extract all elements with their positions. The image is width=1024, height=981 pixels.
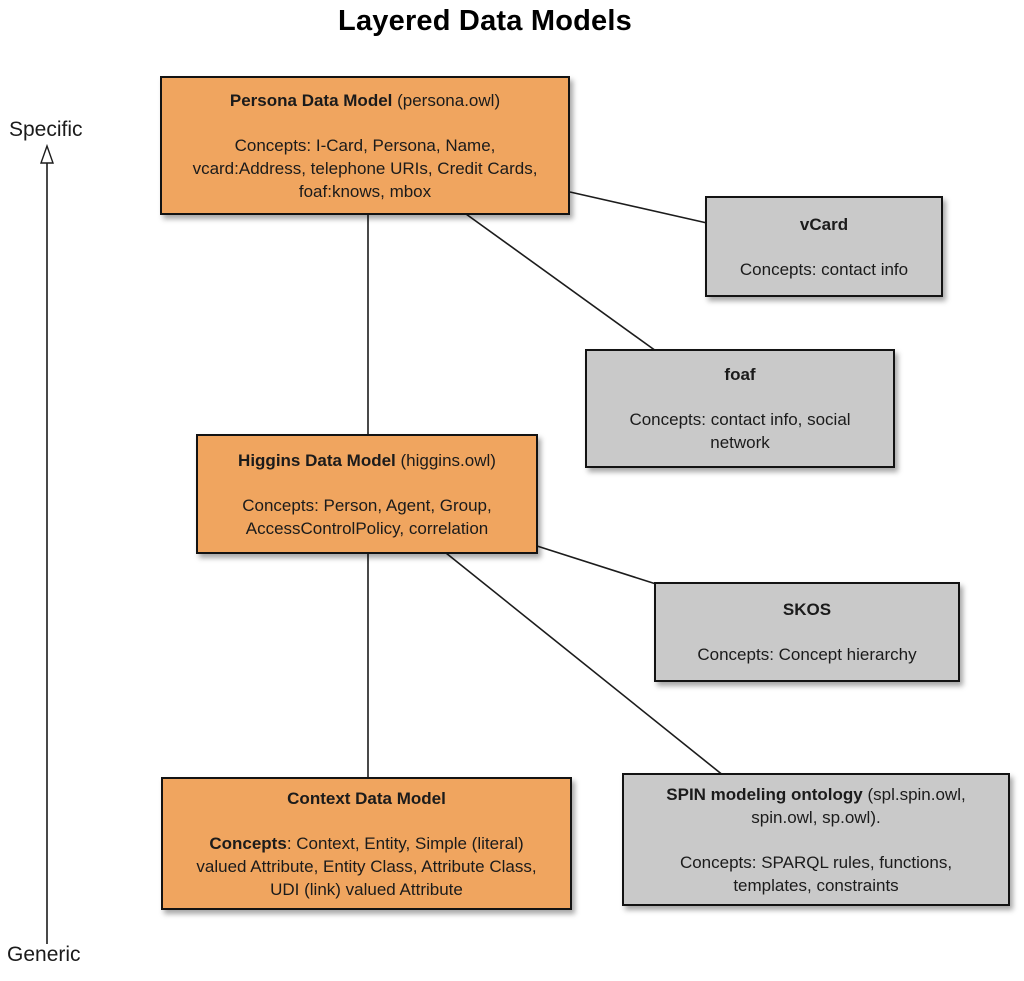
skos-box-concepts: Concepts: Concept hierarchy xyxy=(697,645,917,664)
spin-box-concepts: Concepts: SPARQL rules, functions, templ… xyxy=(679,852,953,895)
higgins-box-title: Higgins Data Model (higgins.owl) xyxy=(238,450,496,470)
spin-box-title: SPIN modeling ontology (spl.spin.owl, sp… xyxy=(666,784,966,827)
higgins-data-model-box: Higgins Data Model (higgins.owl) Concept… xyxy=(196,434,538,554)
axis-label-specific: Specific xyxy=(9,118,83,141)
context-box-title: Context Data Model xyxy=(287,788,446,808)
higgins-box-concepts: Concepts: Person, Agent, Group, AccessCo… xyxy=(242,495,492,538)
persona-box-concepts: Concepts: I-Card, Persona, Name, vcard:A… xyxy=(192,135,538,201)
axis-arrow-up-icon xyxy=(40,143,54,164)
foaf-box-title: foaf xyxy=(724,365,756,384)
axis-label-generic: Generic xyxy=(7,943,81,966)
vcard-box-concepts: Concepts: contact info xyxy=(739,259,909,279)
spin-modeling-ontology-box: SPIN modeling ontology (spl.spin.owl, sp… xyxy=(622,773,1010,906)
context-data-model-box: Context Data Model Concepts: Context, En… xyxy=(161,777,572,910)
vcard-box-title: vCard xyxy=(799,214,849,234)
diagram-title: Layered Data Models xyxy=(338,5,632,37)
connector-higgins-spin xyxy=(445,552,725,777)
context-box-concepts: Concepts: Context, Entity, Simple (liter… xyxy=(196,833,537,899)
connector-higgins-skos xyxy=(536,545,657,585)
vcard-box: vCard Concepts: contact info xyxy=(705,196,943,297)
connector-persona-foaf xyxy=(465,213,657,352)
connector-persona-vcard xyxy=(569,191,708,224)
foaf-box-concepts: Concepts: contact info, social network xyxy=(629,410,851,452)
persona-data-model-box: Persona Data Model (persona.owl) Concept… xyxy=(160,76,570,215)
persona-box-title: Persona Data Model (persona.owl) xyxy=(229,90,501,110)
skos-box: SKOS Concepts: Concept hierarchy xyxy=(654,582,960,682)
foaf-box: foaf Concepts: contact info, social netw… xyxy=(585,349,895,468)
skos-box-title: SKOS xyxy=(782,600,832,619)
